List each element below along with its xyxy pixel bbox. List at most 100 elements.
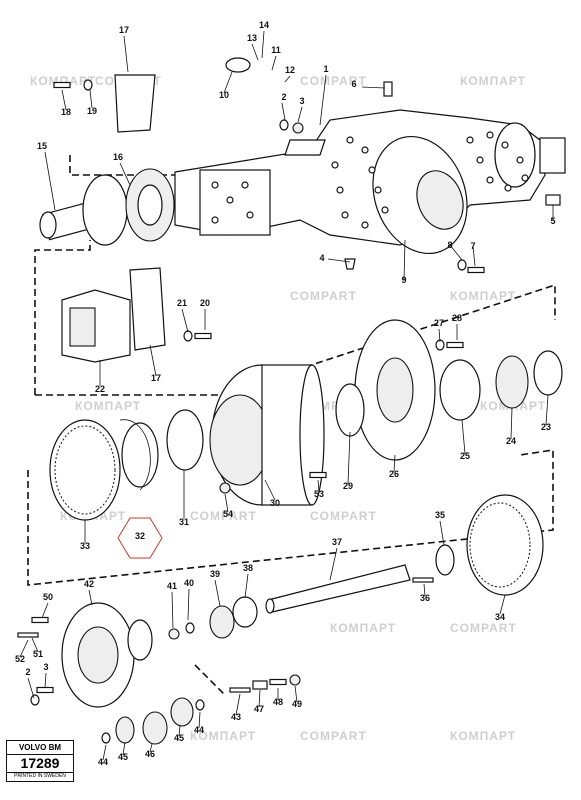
callout-number: 8 (447, 240, 452, 250)
callout-number: 1 (323, 64, 328, 74)
callout-number: 24 (506, 436, 516, 446)
leader-line (88, 589, 93, 606)
washer-part (185, 622, 195, 634)
plug-part (344, 258, 356, 270)
bolt-hole (374, 186, 382, 194)
washer-part (195, 699, 205, 711)
drawing-number: 17289 (7, 754, 73, 773)
bolt-hole (486, 176, 494, 184)
group-frames (27, 155, 556, 696)
cap-part (225, 57, 251, 73)
callout-number: 35 (435, 510, 445, 520)
callout-number: 38 (243, 563, 253, 573)
leader-line (281, 102, 286, 121)
callout-number: 3 (43, 662, 48, 672)
callout-number: 32 (135, 531, 145, 541)
leader-line (271, 55, 277, 71)
washer-part (279, 119, 289, 131)
bolt-hole (241, 181, 249, 189)
callout-number: 2 (281, 92, 286, 102)
callout-number: 15 (37, 141, 47, 151)
leader-line (438, 328, 441, 343)
pin-part (229, 687, 251, 693)
nut-part (168, 628, 180, 640)
leader-line (198, 711, 201, 729)
callout-number: 34 (495, 612, 505, 622)
leader-line (403, 239, 406, 281)
callout-number: 37 (332, 537, 342, 547)
callout-number: 42 (84, 579, 94, 589)
bolt-part (194, 332, 212, 340)
leader-line (317, 479, 320, 493)
watermark-layer: КОМПАРТCOMPARTCOMPARTКОМПАРТКОМПАРТКОМПА… (30, 74, 545, 743)
leader-line (461, 419, 466, 455)
highlight-hexagon (117, 517, 163, 559)
leader-line (123, 35, 129, 73)
brake-disc (335, 319, 436, 461)
bolt-hole (336, 186, 344, 194)
callout-number: 44 (98, 757, 108, 767)
bolt-part (53, 81, 71, 89)
leader-line (41, 602, 49, 619)
leader-line (423, 583, 426, 597)
clip-part (545, 194, 561, 206)
callout-number: 31 (179, 517, 189, 527)
callout-number: 11 (271, 45, 281, 55)
watermark-text: COMPART (300, 729, 367, 743)
leader-line (102, 744, 107, 761)
leader-line (297, 106, 303, 123)
washer-part (183, 330, 193, 342)
brand-label: VOLVO BM (7, 741, 73, 755)
callout-number: 43 (231, 712, 241, 722)
watermark-text: COMPART (290, 289, 357, 303)
leader-line (214, 579, 221, 607)
callout-number: 41 (167, 581, 177, 591)
callout-number: 44 (194, 725, 204, 735)
bolt-part (467, 266, 485, 274)
ring-gear (49, 419, 159, 521)
callout-number: 21 (177, 298, 187, 308)
wheel-hub (209, 364, 325, 506)
drive-shaft (265, 564, 411, 614)
callout-number: 5 (550, 216, 555, 226)
bolt-hole (486, 131, 494, 139)
leader-line (449, 244, 463, 261)
bolt-part (269, 678, 287, 686)
callout-number: 23 (541, 422, 551, 432)
bolt-hole (368, 166, 376, 174)
bolt-hole (476, 156, 484, 164)
leader-line (284, 75, 291, 83)
bolt-hole (381, 206, 389, 214)
callout-number: 40 (184, 578, 194, 588)
leader-line (327, 258, 351, 263)
callout-number: 39 (210, 569, 220, 579)
watermark-text: COMPART (300, 74, 367, 88)
sensor-part (383, 81, 393, 97)
bolt-hole (341, 211, 349, 219)
leader-line (223, 71, 233, 94)
callout-number: 49 (292, 699, 302, 709)
callout-number: 7 (470, 241, 475, 251)
callout-number: 17 (119, 25, 129, 35)
callout-number: 45 (174, 733, 184, 743)
leader-line (361, 86, 386, 89)
watermark-text: КОМПАРТ (190, 729, 256, 743)
callout-number: 9 (401, 275, 406, 285)
leader-line (44, 151, 56, 211)
watermark-text: COMPART (190, 509, 257, 523)
callout-number: 51 (33, 649, 43, 659)
leader-line (393, 454, 396, 473)
watermark-text: КОМПАРТ (450, 289, 516, 303)
callout-number: 52 (15, 654, 25, 664)
bolt-hole (246, 211, 254, 219)
callout-number: 16 (113, 152, 123, 162)
leader-line (178, 724, 181, 737)
bolt-part (446, 341, 464, 349)
watermark-text: КОМПАРТ (450, 729, 516, 743)
leader-line (122, 741, 126, 756)
leader-line (27, 677, 35, 699)
callout-number: 47 (254, 704, 264, 714)
bolt-hole (504, 184, 512, 192)
callout-number: 29 (343, 481, 353, 491)
leader-line (149, 743, 153, 753)
